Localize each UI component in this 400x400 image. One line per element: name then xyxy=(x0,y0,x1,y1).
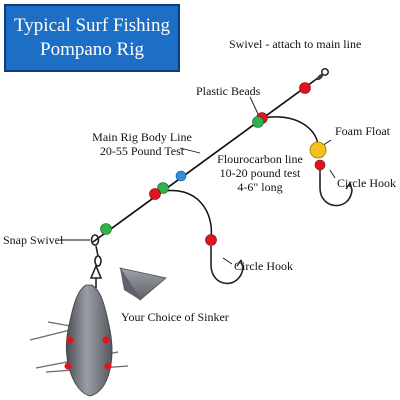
circle-hook-upper xyxy=(319,170,353,207)
top-swivel xyxy=(316,68,329,81)
bead-blue xyxy=(175,170,187,182)
bead-red-lower xyxy=(149,188,161,200)
bead-green-lower xyxy=(100,223,112,235)
label-circle-hook-upper: Circle Hook xyxy=(337,176,396,190)
pyramid-sinker xyxy=(119,267,167,301)
label-foam-float: Foam Float xyxy=(335,124,391,138)
leader-lines xyxy=(60,96,336,265)
dropper-upper xyxy=(261,116,319,151)
label-sinker: Your Choice of Sinker xyxy=(121,310,229,324)
leader-circle-hook-upper xyxy=(329,169,336,179)
label-snap-swivel: Snap Swivel xyxy=(3,233,64,247)
bead-green-upper xyxy=(252,116,264,128)
label-swivel: Swivel - attach to main line xyxy=(229,37,362,51)
label-main-line: Main Rig Body Line 20-55 Pound Test xyxy=(92,130,192,158)
leader-plastic-beads xyxy=(249,96,260,117)
leader-circle-hook-lower xyxy=(222,257,233,265)
circle-hook-lower xyxy=(210,246,244,285)
snap-swivel xyxy=(89,234,103,288)
foam-float xyxy=(309,141,327,159)
bead-red-top xyxy=(299,82,311,94)
title-box: Typical Surf Fishing Pompano Rig xyxy=(4,4,180,72)
title-line-2: Pompano Rig xyxy=(40,39,144,60)
bead-red-hook-lower xyxy=(205,234,217,246)
title-line-1: Typical Surf Fishing xyxy=(14,15,170,36)
bead-green-middle xyxy=(157,182,169,194)
main-line xyxy=(92,74,323,243)
bead-red-float xyxy=(314,159,326,171)
label-fluorocarbon: Flourocarbon line 10-20 pound test 4-6" … xyxy=(217,152,303,194)
label-plastic-beads: Plastic Beads xyxy=(196,84,261,98)
label-circle-hook-lower: Circle Hook xyxy=(234,259,293,273)
spider-sinker xyxy=(29,284,129,397)
dropper-lower xyxy=(156,189,213,239)
leader-main-line xyxy=(179,147,201,154)
